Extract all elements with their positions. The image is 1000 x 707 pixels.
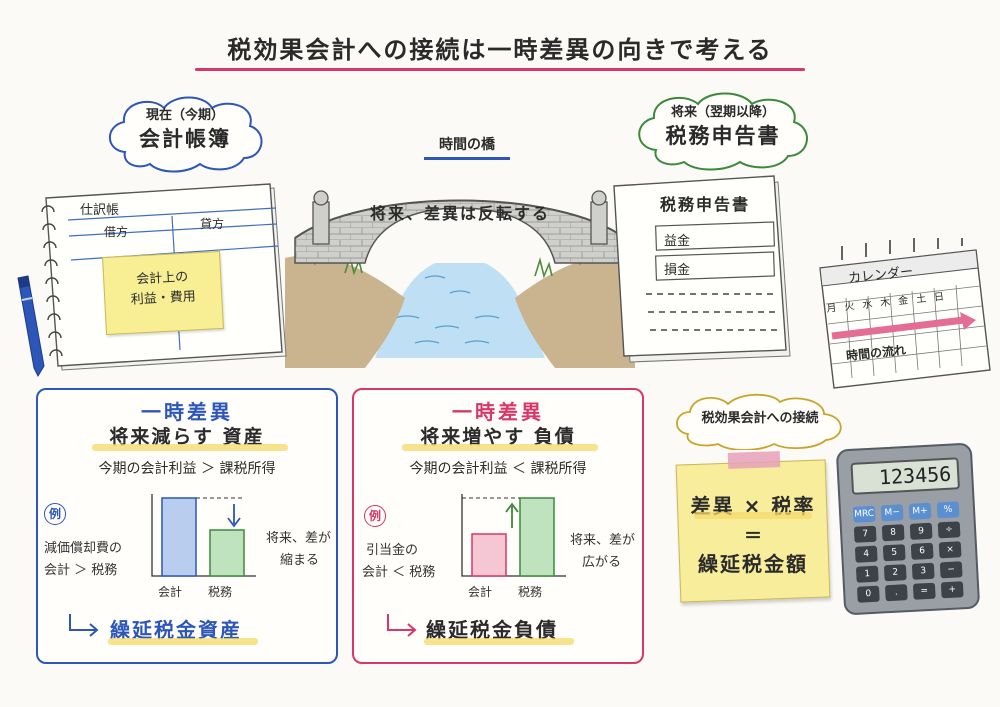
asset-side-note2: 縮まる: [280, 553, 320, 568]
asset-bar-label-tax: 税務: [208, 585, 233, 599]
bridge-label-underline: [424, 157, 510, 160]
connection-line2: ＝: [744, 526, 762, 547]
left-cloud-main: 会計帳簿: [139, 127, 231, 151]
bridge-label: 時間の橋: [439, 137, 495, 153]
liability-card-head2: 将来増やす 負債: [420, 426, 576, 448]
journal-credit: 貸方: [200, 217, 225, 231]
calc-key-8[interactable]: 8: [881, 524, 905, 542]
liability-side-note1: 将来、差が: [570, 533, 636, 548]
calc-key-1[interactable]: 1: [855, 565, 879, 583]
asset-result-arrow-icon: [69, 614, 99, 637]
calc-key-6[interactable]: 6: [910, 542, 934, 560]
calc-key-minus[interactable]: −: [939, 561, 963, 579]
connection-cloud-shape: [676, 393, 842, 450]
right-cloud-shape: [638, 92, 808, 171]
liability-card-equation: 今期の会計利益 ＜ 課税所得: [409, 461, 587, 477]
liability-result-highlight: [424, 638, 574, 645]
calendar-day: 木: [879, 296, 899, 310]
journal-debit: 借方: [104, 225, 129, 239]
liability-bar-label-accounting: 会計: [468, 585, 493, 599]
tax-return-document: [613, 175, 791, 363]
calc-key-9[interactable]: 9: [909, 522, 933, 540]
liability-side-note2: 広がる: [582, 555, 622, 570]
asset-example-text2: 会計 ＞ 税務: [44, 563, 118, 578]
bridge-illustration: [285, 190, 635, 368]
calc-key-divide[interactable]: ÷: [937, 521, 961, 539]
liability-example-badge: 例: [364, 505, 386, 527]
calc-key-plus[interactable]: +: [940, 581, 964, 599]
right-cloud-main: 税務申告書: [665, 124, 781, 148]
right-cloud-sub: 将来（翌期以降）: [670, 105, 775, 120]
liability-card-head1: 一時差異: [452, 400, 544, 424]
asset-side-note1: 将来、差が: [266, 531, 332, 546]
calculator-keypad: MRC M− M+ % 7 8 9 ÷ 4 5 6 × 1 2 3 − 0 . …: [851, 499, 972, 609]
journal-sticky-text: 会計上の 利益・費用: [130, 269, 197, 308]
calendar-icon: [819, 238, 991, 389]
right-cloud: 将来（翌期以降） 税務申告書: [628, 101, 818, 150]
asset-head-highlight: [92, 444, 288, 451]
calc-key-0[interactable]: 0: [856, 585, 880, 603]
liability-bar-chart: [461, 494, 566, 577]
calendar-day: 土: [915, 292, 935, 306]
calc-key-4[interactable]: 4: [854, 545, 878, 563]
calendar-day: 火: [844, 300, 864, 313]
calc-key-mplus[interactable]: M+: [908, 502, 932, 520]
calc-key-2[interactable]: 2: [883, 564, 907, 582]
journal-sticky-note: 会計上の 利益・費用: [102, 250, 224, 336]
calc-key-mrc[interactable]: MRC: [852, 505, 876, 523]
liability-example-text2: 会計 ＜ 税務: [362, 565, 436, 580]
asset-bar-label-accounting: 会計: [158, 585, 183, 599]
bridge-arch-text: 将来、差異は反転する: [369, 204, 550, 223]
asset-result-highlight: [108, 638, 258, 645]
calc-key-7[interactable]: 7: [853, 525, 877, 543]
connection-line3: 繰延税金額: [698, 552, 808, 576]
calc-key-equals[interactable]: =: [912, 582, 936, 600]
asset-card-head2: 将来減らす 資産: [109, 426, 265, 448]
liability-head-highlight: [402, 444, 598, 451]
sticky-tape: [727, 451, 781, 469]
calculator: 123456 MRC M− M+ % 7 8 9 ÷ 4 5 6 × 1 2 3…: [835, 442, 981, 616]
calc-key-5[interactable]: 5: [882, 544, 906, 562]
tax-return-row2: 損金: [664, 263, 691, 278]
connection-line1-highlight: [694, 512, 812, 519]
left-cloud: 現在（今期） 会計帳簿: [100, 104, 270, 153]
liability-bar-label-tax: 税務: [518, 585, 543, 599]
asset-example-badge: 例: [44, 503, 66, 525]
calendar-day: 日: [933, 290, 953, 304]
calc-key-multiply[interactable]: ×: [938, 541, 962, 559]
tax-return-row1: 益金: [664, 234, 691, 249]
asset-bar-chart: [151, 494, 256, 577]
liability-result-arrow-icon: [387, 614, 417, 637]
calc-key-mminus[interactable]: M−: [880, 504, 904, 522]
left-cloud-shape: [108, 96, 263, 173]
left-cloud-sub: 現在（今期）: [145, 108, 224, 123]
liability-card: [352, 388, 644, 664]
asset-example-text1: 減価償却費の: [44, 541, 123, 556]
page-title: 税効果会計への接続は一時差異の向きで考える: [227, 36, 773, 64]
calendar-day: 水: [861, 298, 881, 312]
liability-example-text1: 引当金の: [366, 543, 419, 558]
tax-return-title: 税務申告書: [660, 195, 751, 214]
title-underline: [195, 68, 805, 71]
calc-key-percent[interactable]: %: [936, 501, 960, 519]
calendar-day: 金: [897, 294, 917, 308]
calc-key-3[interactable]: 3: [911, 562, 935, 580]
asset-card-equation: 今期の会計利益 ＞ 課税所得: [98, 461, 276, 477]
asset-card-head1: 一時差異: [141, 400, 233, 424]
calc-key-dot[interactable]: .: [884, 584, 908, 602]
connection-label: 税効果会計への接続: [701, 411, 819, 426]
calendar-day: 月: [826, 302, 846, 315]
journal-title: 仕訳帳: [80, 203, 120, 218]
pen-icon: [17, 275, 45, 378]
calculator-display: 123456: [850, 457, 960, 495]
